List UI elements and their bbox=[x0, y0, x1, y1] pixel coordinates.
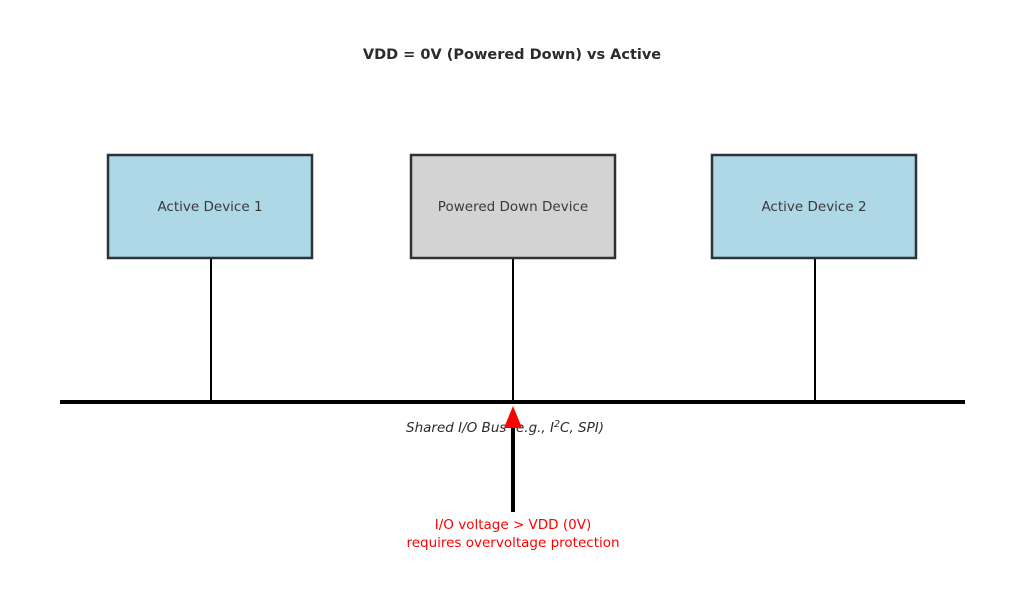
device-box-rect-1 bbox=[106, 153, 314, 260]
device-label-2: Powered Down Device bbox=[438, 199, 588, 215]
device-box-powered-down-device[interactable]: Powered Down Device bbox=[409, 153, 617, 260]
shared-bus-label-suffix: C, SPI) bbox=[560, 420, 604, 436]
device-box-rect-3 bbox=[710, 153, 918, 260]
device-label-1: Active Device 1 bbox=[157, 199, 262, 215]
device-box-rect-2 bbox=[409, 153, 617, 260]
device-box-active-device-2[interactable]: Active Device 2 bbox=[710, 153, 918, 260]
device-label-3: Active Device 2 bbox=[761, 199, 866, 215]
shared-bus-label-prefix: Shared I/O Bus (e.g., I bbox=[406, 420, 554, 436]
warning-line-1: I/O voltage > VDD (0V) bbox=[435, 517, 591, 533]
diagram-title: VDD = 0V (Powered Down) vs Active bbox=[363, 47, 661, 63]
device-box-active-device-1[interactable]: Active Device 1 bbox=[106, 153, 314, 260]
arrow-head bbox=[504, 406, 522, 428]
arrow-up-icon bbox=[504, 406, 522, 512]
warning-line-2: requires overvoltage protection bbox=[406, 535, 619, 551]
shared-bus-label-superscript: 2 bbox=[554, 419, 560, 430]
